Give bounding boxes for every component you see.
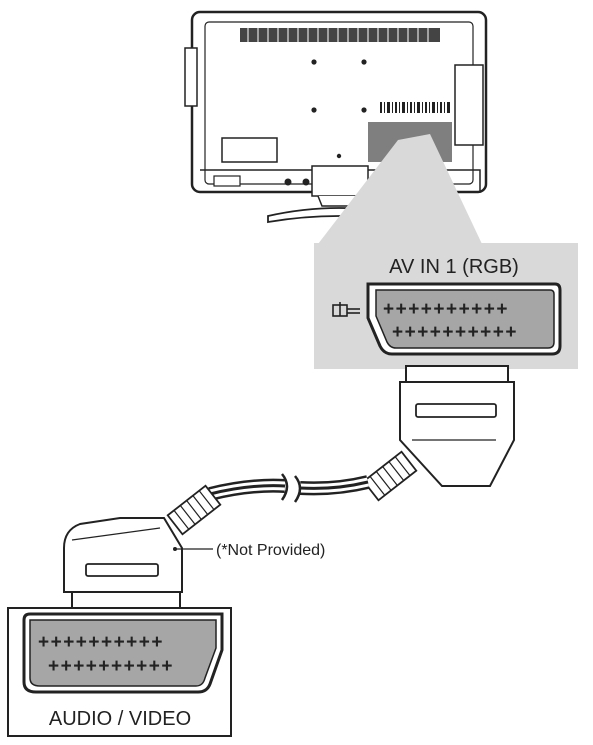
tv-pin-row-2: ++++++++++ — [392, 322, 518, 343]
not-provided-note: (*Not Provided) — [216, 542, 325, 559]
device-scart-socket: ++++++++++ ++++++++++ — [22, 612, 224, 694]
upper-scart-plug — [399, 365, 515, 487]
barcode — [380, 102, 450, 113]
device-pin-row-2: ++++++++++ — [48, 656, 174, 677]
device-pin-row-1: ++++++++++ — [38, 632, 164, 653]
lower-scart-plug — [63, 517, 183, 609]
scart-cable — [208, 473, 370, 503]
lower-strain-relief — [166, 484, 222, 536]
tv-scart-socket: ++++++++++ ++++++++++ — [366, 282, 562, 356]
upper-strain-relief — [362, 450, 418, 502]
vent-grille — [240, 28, 440, 42]
scart-icon — [332, 302, 360, 317]
tv-pin-row-1: ++++++++++ — [383, 299, 509, 320]
callout-wedge — [318, 134, 482, 244]
av-in-label: AV IN 1 (RGB) — [389, 256, 519, 278]
audio-video-label: AUDIO / VIDEO — [49, 708, 191, 730]
